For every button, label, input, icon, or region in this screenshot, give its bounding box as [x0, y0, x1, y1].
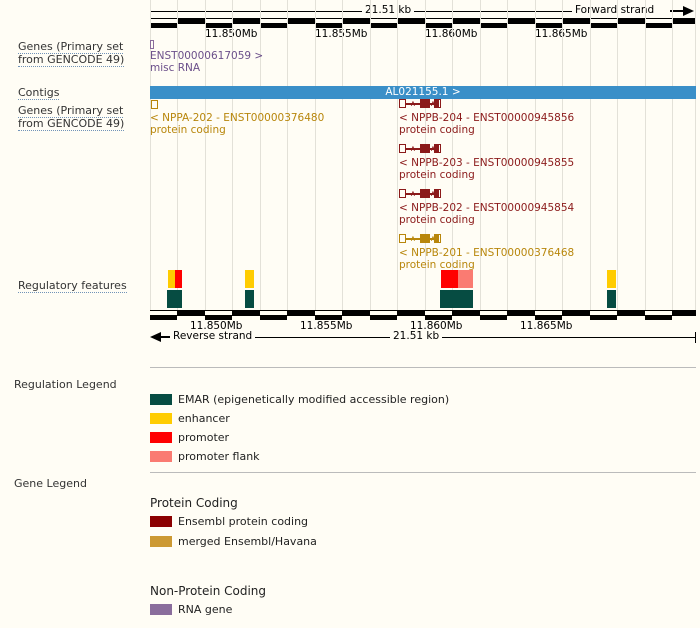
gene-legend-heading-protein-coding: Protein Coding — [150, 496, 238, 510]
reg-feature-promoter-flank-3[interactable] — [458, 270, 473, 288]
tick-label-3: 11.860Mb — [425, 28, 477, 40]
bottom-tick-label-3: 11.860Mb — [410, 320, 463, 332]
legend-label-enhancer: enhancer — [178, 412, 230, 425]
bottom-tick-label-1: 11.850Mb — [190, 320, 243, 332]
reg-feature-enhancer-2[interactable] — [245, 270, 254, 288]
bottom-tick-ruler — [150, 310, 696, 320]
reg-feature-emar-2[interactable] — [245, 290, 254, 308]
gene-legend-section-label: Gene Legend — [14, 477, 87, 490]
track-label-regulatory-text: Regulatory features — [18, 279, 127, 292]
legend-swatch-merged-ensembl-havana — [150, 536, 172, 547]
reverse-strand-label: Reverse strand — [170, 330, 256, 342]
forward-arrow-icon — [683, 6, 694, 16]
bottom-tick-label-4: 11.865Mb — [520, 320, 573, 332]
transcript-biotype-ENST00000617059: misc RNA — [150, 62, 201, 74]
legend-swatch-promoter — [150, 432, 172, 443]
transcript-biotype-NPPB-202: protein coding — [399, 214, 475, 226]
forward-arrow-stem — [670, 10, 684, 12]
regulation-legend-divider-top — [150, 367, 696, 368]
transcript-label-NPPB-201[interactable]: < NPPB-201 - ENST00000376468 — [399, 247, 575, 259]
track-label-genes-bottom[interactable]: Genes (Primary set from GENCODE 49) — [18, 104, 146, 131]
reverse-arrow-stem — [160, 336, 172, 338]
gene-legend-heading-non-protein-coding: Non-Protein Coding — [150, 584, 267, 598]
top-tick-labels: 11.850Mb 11.855Mb 11.860Mb 11.865Mb — [150, 28, 696, 42]
top-tick-ruler — [150, 18, 696, 28]
reg-feature-emar-3[interactable] — [440, 290, 473, 308]
transcript-biotype-NPPB-204: protein coding — [399, 124, 475, 136]
gene-legend-divider-top — [150, 472, 696, 473]
transcript-glyph-NPPB-202[interactable]: ∧ ∧ — [399, 189, 441, 198]
transcript-glyph-NPPB-204[interactable]: ∧ ∧ — [399, 99, 441, 108]
transcript-biotype-NPPB-203: protein coding — [399, 169, 475, 181]
regulation-legend-section-label: Regulation Legend — [14, 378, 117, 391]
legend-label-promoter: promoter — [178, 431, 230, 444]
track-label-genes-top[interactable]: Genes (Primary set from GENCODE 49) — [18, 40, 146, 67]
legend-label-emar: EMAR (epigenetically modified accessible… — [178, 393, 450, 406]
legend-label-merged-ensembl-havana: merged Ensembl/Havana — [178, 535, 317, 548]
bottom-scale-label: 21.51 kb — [390, 330, 443, 342]
transcript-glyph-NPPB-201[interactable]: ∧ ∧ — [399, 234, 441, 243]
reg-feature-emar-1[interactable] — [167, 290, 182, 308]
top-scale-label: 21.51 kb — [362, 4, 415, 16]
transcript-label-ENST00000617059[interactable]: ENST00000617059 > — [150, 50, 264, 62]
top-scalebar: 21.51 kb Forward strand — [150, 4, 696, 18]
legend-label-rna-gene: RNA gene — [178, 603, 233, 616]
reg-feature-promoter-3[interactable] — [441, 270, 458, 288]
transcript-label-NPPB-202[interactable]: < NPPB-202 - ENST00000945854 — [399, 202, 575, 214]
bottom-scalebar: Reverse strand 21.51 kb — [150, 330, 696, 344]
legend-swatch-rna-gene — [150, 604, 172, 615]
track-label-regulatory-features[interactable]: Regulatory features — [18, 279, 146, 293]
transcript-glyph-NPPB-203[interactable]: ∧ ∧ — [399, 144, 441, 153]
reg-feature-enhancer-1[interactable] — [168, 270, 175, 288]
transcript-label-NPPB-203[interactable]: < NPPB-203 - ENST00000945855 — [399, 157, 575, 169]
tick-label-1: 11.850Mb — [205, 28, 257, 40]
legend-swatch-emar — [150, 394, 172, 405]
legend-swatch-promoter-flank — [150, 451, 172, 462]
transcript-label-NPPA-202[interactable]: < NPPA-202 - ENST00000376480 — [150, 112, 325, 124]
tick-label-2: 11.855Mb — [315, 28, 367, 40]
transcript-label-NPPB-204[interactable]: < NPPB-204 - ENST00000945856 — [399, 112, 575, 124]
reverse-arrow-icon — [150, 332, 161, 342]
legend-label-promoter-flank: promoter flank — [178, 450, 260, 463]
reg-feature-emar-4[interactable] — [607, 290, 616, 308]
transcript-glyph-NPPA-202[interactable] — [151, 100, 158, 109]
reg-feature-promoter-1[interactable] — [175, 270, 182, 288]
track-label-genes-bottom-line1: Genes (Primary set — [18, 104, 124, 117]
tick-label-4: 11.865Mb — [535, 28, 587, 40]
track-label-genes-top-line2: from GENCODE 49) — [18, 53, 125, 66]
track-label-genes-top-line1: Genes (Primary set — [18, 40, 124, 53]
bottom-tick-labels: 11.850Mb 11.855Mb 11.860Mb 11.865Mb — [150, 320, 696, 334]
legend-swatch-ensembl-protein-coding — [150, 516, 172, 527]
track-label-contigs-text: Contigs — [18, 86, 60, 99]
transcript-glyph-ENST00000617059[interactable] — [150, 40, 154, 49]
track-label-contigs[interactable]: Contigs — [18, 86, 146, 100]
forward-strand-label: Forward strand — [572, 4, 658, 16]
reg-feature-enhancer-4[interactable] — [607, 270, 616, 288]
bottom-tick-label-2: 11.855Mb — [300, 320, 353, 332]
bottom-scalebar-right-cap — [695, 332, 696, 343]
legend-swatch-enhancer — [150, 413, 172, 424]
transcript-biotype-NPPA-202: protein coding — [150, 124, 226, 136]
contig-bar-AL021155[interactable]: AL021155.1 > — [150, 86, 696, 99]
bottom-scalebar-line — [255, 337, 696, 338]
legend-label-ensembl-protein-coding: Ensembl protein coding — [178, 515, 309, 528]
transcript-biotype-NPPB-201: protein coding — [399, 259, 475, 271]
track-label-genes-bottom-line2: from GENCODE 49) — [18, 117, 125, 130]
track-viewport — [150, 0, 696, 340]
